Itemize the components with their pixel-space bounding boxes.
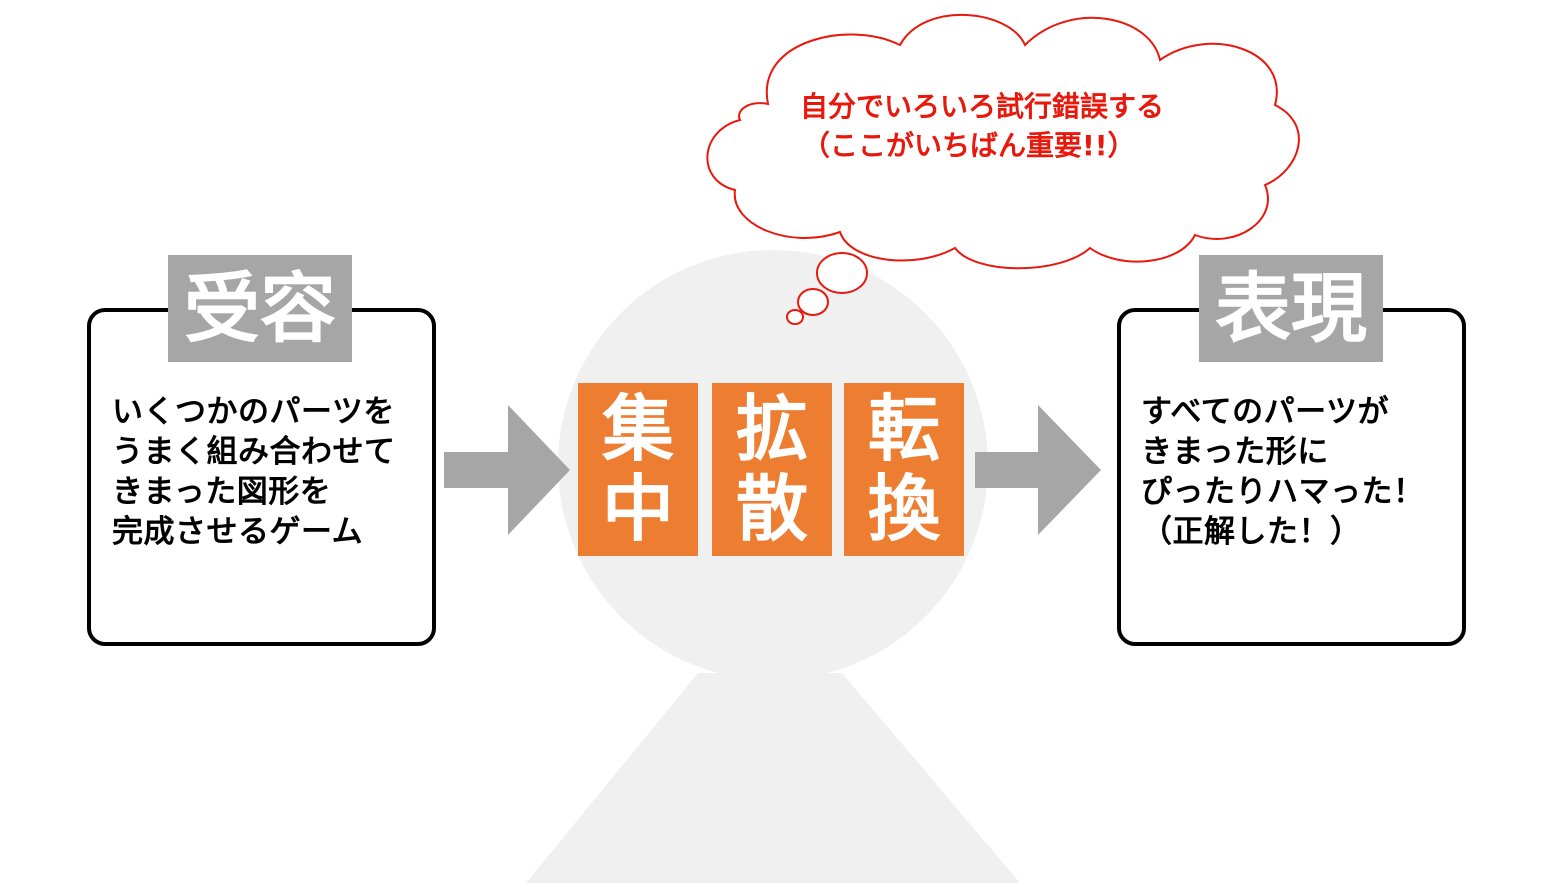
- cloud-bubble-small: [786, 309, 804, 325]
- right-panel-text: すべてのパーツが きまった形に ぴったりハマった！ （正解した！）: [1141, 394, 1425, 550]
- left-panel-text: いくつかのパーツを うまく組み合わせて きまった図形を 完成させるゲーム: [112, 394, 396, 550]
- arrow-center-to-right: [975, 405, 1101, 535]
- right-panel-box: [1117, 308, 1466, 646]
- tile-focus: 集 中: [578, 383, 698, 556]
- left-panel-box: [87, 308, 436, 646]
- tile-transform: 転 換: [844, 383, 964, 556]
- right-panel-label: 表現: [1199, 255, 1383, 362]
- thought-line-2: （ここがいちばん重要!!）: [802, 129, 1136, 162]
- cloud-outline: [706, 14, 1300, 270]
- cloud-bubble-medium: [797, 288, 829, 316]
- thought-line-1: 自分でいろいろ試行錯誤する: [800, 90, 1165, 123]
- cloud-bubble-large: [816, 252, 868, 294]
- tile-diffuse: 拡 散: [712, 383, 832, 556]
- left-panel-label: 受容: [168, 255, 352, 362]
- person-body: [526, 673, 1020, 883]
- arrow-left-to-center: [444, 405, 570, 535]
